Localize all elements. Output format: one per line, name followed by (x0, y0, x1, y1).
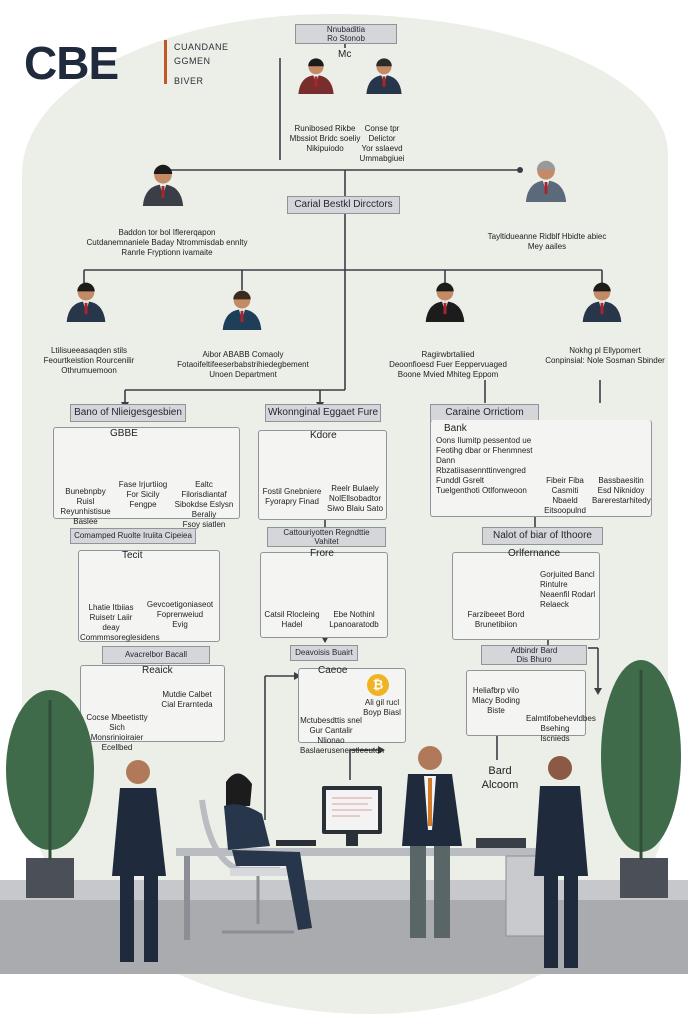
logo-subtitle-3: BIVER (174, 76, 204, 86)
company-logo: CBE (24, 37, 119, 89)
section-d-title: Tecit (122, 550, 143, 561)
section-f-header[interactable]: Nalot of biar of Ithoore (482, 527, 603, 545)
level3-person2-description: Aibor ABABB Comaoly Fotaoifeltifeeserbab… (177, 350, 309, 379)
top-right-description: Conse tpr Delictor Yor sslaevd Ummabgiue… (359, 124, 405, 163)
section-h-member2: Ali gil rucl Boyp Biasl (363, 698, 401, 717)
logo-divider (164, 40, 167, 84)
plant-left (6, 690, 94, 898)
section-c-frame (430, 420, 652, 517)
section-a-member1: Bunebnpby Ruisl Reyunhistisue Baslee (60, 487, 111, 526)
person-standing-left (112, 760, 166, 962)
portrait-avatar (525, 160, 567, 202)
section-h-member1: Mctubesdttis snel Gur Cantalir Nlionao B… (300, 716, 385, 755)
section-b-frame (258, 430, 387, 520)
section-c-description: Oons Ilumitp pessentod ue Feotihg dbar o… (436, 436, 533, 495)
section-g-member1: Cocse Mbeetistty Sich Monsrinioiraier Ec… (86, 713, 148, 752)
portrait-avatar (66, 282, 106, 322)
section-h-title: Caeoe (318, 665, 348, 676)
section-i-header[interactable]: Adbindr Bard Dis Bhuro (481, 645, 587, 665)
section-a-header[interactable]: Bano of Nlieigesgesbien (70, 404, 186, 422)
section-b-header[interactable]: Wkonnginal Eggaet Fure (265, 404, 381, 422)
level3-person4-description: Nokhg pl Ellypomert Conpinsial: Nole Sos… (545, 346, 665, 365)
section-i-frame (466, 670, 586, 736)
section-d-frame (78, 550, 220, 642)
section-b-member2: Reelr Bulaely NolEllsobadtor Siwo Blaiu … (326, 484, 384, 513)
section-e-title: Frore (310, 548, 334, 559)
section-d-header[interactable]: Comamped Ruolte Iruiita Cipeiea (70, 528, 196, 544)
directors-box[interactable]: Carial Bestkl Dircctors (287, 196, 400, 214)
section-e-member2: Ebe Nothinl Lpanoaratodb (329, 610, 379, 629)
section-i-member2: Ealmtifobehevldbes Bsehing Iscnieds (526, 714, 596, 743)
section-a-title: GBBE (110, 428, 138, 439)
section-e-header[interactable]: Cattouriyotten Regndttie Vahitet (267, 527, 386, 547)
coin-icon: ₿ (367, 674, 389, 696)
section-i-member1: Heliafbrp vilo Mlacy Boding Biste (471, 686, 521, 715)
bottom-board-label: Bard Alcoom (481, 765, 519, 791)
section-g-frame (80, 665, 225, 742)
portrait-avatar (582, 282, 622, 322)
top-title-line2: Ro Stonob (327, 34, 365, 43)
plant-right (601, 660, 681, 898)
level3-person1-description: Ltilisueeasaqden stils Feourtkeistion Ro… (43, 346, 135, 375)
section-g-member2: Mutdie Calbet Cial Erarnteda (161, 690, 213, 709)
person-standing-center (402, 746, 462, 938)
portrait-avatar (366, 58, 402, 94)
logo-subtitle-1: CUANDANE (174, 42, 229, 52)
section-f-member1: Farzibeeet Bord Brunetibiion (467, 610, 525, 629)
section-c-member1: Fibeir Fiba Casmiti Nbaeld Eitsoopulnd (544, 476, 586, 515)
top-left-description: Runibosed Rikbe Mbssiot Bridc soeliy Nik… (289, 124, 361, 153)
portrait-avatar (222, 290, 262, 330)
section-c-title: Bank (444, 423, 467, 434)
section-e-frame (260, 552, 388, 638)
top-mc-label: Mc (338, 49, 352, 60)
level3-person3-description: Ragirwbrtaliied Deoonfioesd Fuer Eepperv… (389, 350, 507, 379)
portrait-avatar (425, 282, 465, 322)
section-h-header[interactable]: Deavoisis Buairt (290, 645, 358, 661)
section-d-member1: Lhatie Itbiias Ruisetr Laiir deay Commms… (80, 603, 160, 642)
section-g-title: Reaick (142, 665, 173, 676)
level2-right-description: Tayltidueanne Ridblf Hbidte abiec Mey aa… (487, 232, 607, 251)
level2-left-description: Baddon tor bol Iflererqapon Cutdanemnani… (86, 228, 248, 257)
section-a-member3: Ealtc Filorisdiantaf Sibokdse Eslysn Ber… (174, 480, 234, 529)
section-a-member2: Fase Irjurtiiog For Sicily Fengpe (118, 480, 168, 509)
section-f-member2: Gorjuited Bancl Rintulre Neaenfil Rodarl… (540, 570, 596, 609)
top-title-line1: Nnubaditia (326, 25, 366, 34)
top-title-box[interactable]: Nnubaditia Ro Stonob (295, 24, 397, 44)
logo-subtitle-2: GGMEN (174, 56, 211, 66)
section-b-member1: Fostil Gnebniere Fyorapry Finad (262, 487, 322, 506)
section-d-member2: Gevcoetigoniaseot Foprenweiud Evig (146, 600, 214, 629)
section-b-title: Kdore (310, 430, 337, 441)
section-g-header[interactable]: Avacrelbor Bacall (102, 646, 210, 664)
section-c-member2: Bassbaesitin Esd Niknidoy Barerestarhite… (592, 476, 651, 505)
portrait-avatar (298, 58, 334, 94)
section-f-title: Orlfernance (508, 548, 561, 559)
section-f-frame (452, 552, 600, 640)
section-e-member1: Catsil Rlocleing Hadel (264, 610, 320, 629)
portrait-avatar (142, 164, 184, 206)
person-standing-right (534, 756, 588, 968)
section-a-frame (53, 427, 240, 519)
